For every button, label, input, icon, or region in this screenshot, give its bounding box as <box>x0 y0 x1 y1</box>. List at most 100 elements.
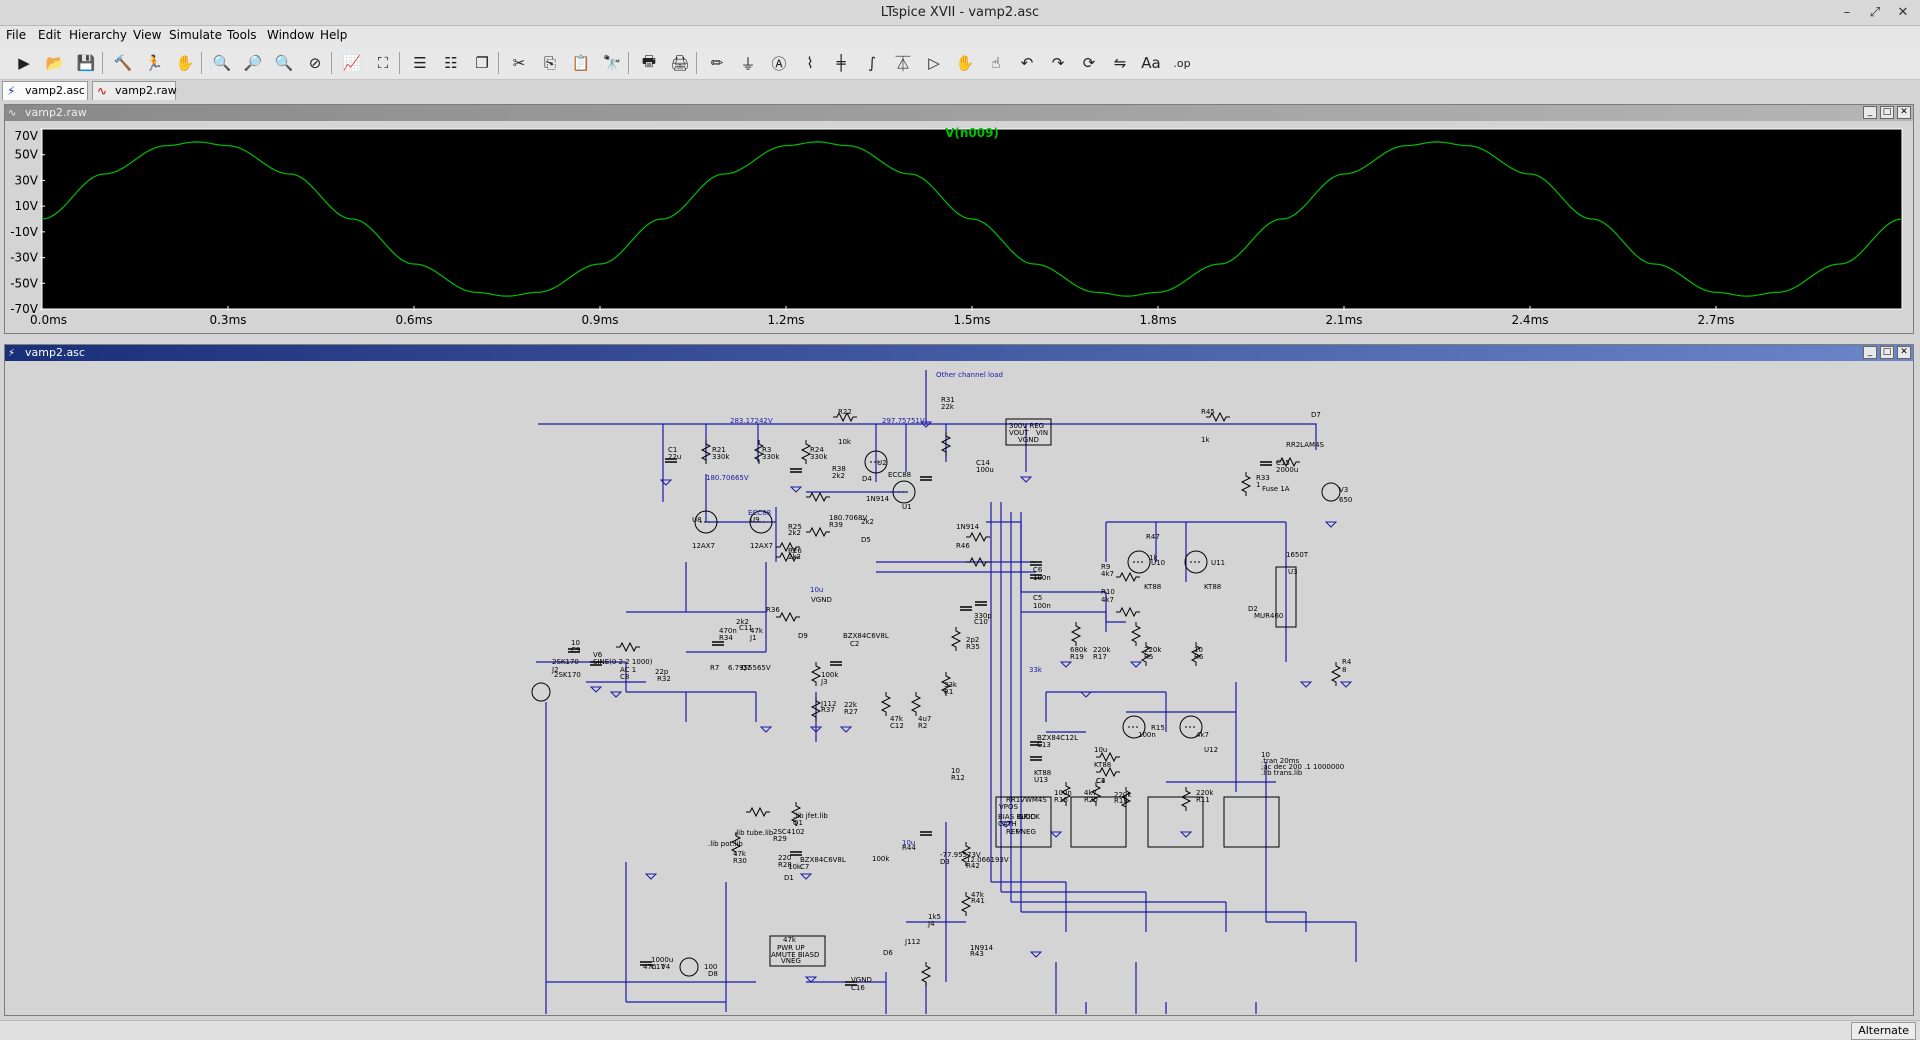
mirror-icon[interactable]: ⇋ <box>1113 54 1127 72</box>
diode-icon[interactable]: ⏄ <box>895 54 911 73</box>
schematic-label: 2p2 <box>966 636 979 644</box>
schematic-label: D3 <box>940 858 950 866</box>
resistor-symbol <box>1330 662 1342 686</box>
autorange-icon[interactable]: 📈 <box>342 54 362 72</box>
source-symbol <box>679 957 699 977</box>
schematic-label: V4 <box>661 963 671 971</box>
schematic-label: R38 <box>832 465 846 473</box>
run-probe-icon[interactable]: 🏃 <box>144 54 164 72</box>
save-icon[interactable]: 💾 <box>76 54 96 72</box>
resistor-symbol <box>1180 787 1192 811</box>
menu-tools[interactable]: Tools <box>227 28 257 42</box>
print-icon[interactable]: 🖶 <box>641 51 657 70</box>
close-button[interactable]: ✕ <box>1897 106 1911 119</box>
block-symbol <box>995 796 1052 848</box>
zoom-cancel-icon[interactable]: ⊘ <box>308 54 322 72</box>
capacitor-icon[interactable]: ╪ <box>836 54 846 72</box>
schematic-label: U2 <box>877 459 887 467</box>
schematic-label: J3 <box>820 678 828 686</box>
zoom-pan-icon[interactable]: 🔎 <box>243 54 263 72</box>
draw-wire-icon[interactable]: ✏ <box>710 54 724 72</box>
schematic-label: 6.7955565V <box>728 664 771 672</box>
maximize-button[interactable]: □ <box>1880 106 1894 119</box>
schematic-label: ECC88 <box>748 509 771 517</box>
copy-icon[interactable]: ⎘ <box>543 54 556 72</box>
paste-icon[interactable]: 📋 <box>571 54 591 72</box>
schematic-label: BZX84C6V8L <box>843 632 889 640</box>
maximize-button[interactable]: □ <box>1880 346 1894 359</box>
zoom-out-icon[interactable]: 🔍 <box>274 54 294 72</box>
ground-symbol <box>809 726 823 733</box>
menu-help[interactable]: Help <box>320 28 348 42</box>
resistor-symbol <box>1060 782 1072 806</box>
find-icon[interactable]: 🔭 <box>602 54 622 72</box>
schematic-label: R28 <box>778 861 792 869</box>
spice-directive-icon[interactable]: .op <box>1173 56 1191 70</box>
schematic-label: AMUTE BIASD <box>771 951 819 959</box>
inductor-icon[interactable]: ∫ <box>868 54 876 72</box>
schematic-label: 1k <box>1149 554 1158 562</box>
schematic-label: 2SK170 <box>552 658 579 666</box>
resistor-icon[interactable]: ⌇ <box>806 54 814 72</box>
schematic-label: U13 <box>1034 776 1048 784</box>
schematic-label: KT88 <box>1034 769 1051 777</box>
tube-symbol <box>694 510 718 534</box>
open-icon[interactable]: 📂 <box>45 54 65 72</box>
schematic-label: C5 <box>1033 594 1042 602</box>
tube-symbol <box>892 480 916 504</box>
maximize-button[interactable]: ⤢ <box>1869 5 1881 20</box>
menu-window[interactable]: Window <box>267 28 315 42</box>
schematic-label: 10u <box>1094 746 1107 754</box>
undo-icon[interactable]: ↶ <box>1020 54 1034 72</box>
zoom-in-icon[interactable]: 🔍 <box>212 54 232 72</box>
cascade-icon[interactable]: ❐ <box>475 54 489 72</box>
schematic-label: R45 <box>1201 408 1215 416</box>
ground-icon[interactable]: ⏚ <box>740 54 756 73</box>
menu-file[interactable]: File <box>6 28 27 42</box>
trace-label[interactable]: V(n009) <box>945 126 999 140</box>
run-icon[interactable]: ▶ <box>18 54 30 72</box>
menu-edit[interactable]: Edit <box>38 28 62 42</box>
label-net-icon[interactable]: Ⓐ <box>771 54 787 73</box>
tile-horizontal-icon[interactable]: ☰ <box>413 54 427 72</box>
tab-schematic[interactable]: ⚡ vamp2.asc <box>2 81 88 100</box>
schematic-label: 22k <box>941 403 955 411</box>
cut-icon[interactable]: ✂ <box>512 54 526 72</box>
tile-vertical-icon[interactable]: ☷ <box>444 54 458 72</box>
tube-symbol <box>1179 715 1203 739</box>
drag-icon[interactable]: ☝ <box>991 54 1001 72</box>
menu-view[interactable]: View <box>133 28 162 42</box>
schematic-label: 680k <box>1070 646 1088 654</box>
schematic-label: 10 <box>1194 646 1203 654</box>
close-button[interactable]: ✕ <box>1897 346 1911 359</box>
resistor-symbol <box>950 627 962 651</box>
text-icon[interactable]: Aa <box>1141 54 1161 72</box>
redo-icon[interactable]: ↷ <box>1051 54 1065 72</box>
minimize-button[interactable]: _ <box>1863 106 1877 119</box>
minimize-button[interactable]: _ <box>1863 346 1877 359</box>
close-button[interactable]: ✕ <box>1897 5 1909 20</box>
control-panel-icon[interactable]: 🔨 <box>113 54 133 72</box>
schematic-label: .tran 20ms <box>1261 757 1300 765</box>
schematic-label: Q7 <box>741 664 751 672</box>
move-icon[interactable]: ✋ <box>955 54 975 72</box>
trace-v-n009[interactable] <box>41 141 1903 297</box>
resistor-symbol <box>1190 642 1202 666</box>
rotate-icon[interactable]: ⟳ <box>1082 54 1096 72</box>
minimize-button[interactable]: – <box>1843 5 1851 20</box>
menu-simulate[interactable]: Simulate <box>169 28 223 42</box>
halt-icon[interactable]: ✋ <box>175 54 195 72</box>
print-preview-icon[interactable]: 🖨 <box>670 54 690 72</box>
schematic-label: Q1 <box>793 819 803 827</box>
x-tick-label: 0.6ms <box>395 313 432 327</box>
waveform-icon: ∿ <box>97 84 108 98</box>
menu-hierarchy[interactable]: Hierarchy <box>69 28 128 42</box>
fit-icon[interactable]: ⛶ <box>377 54 389 72</box>
schematic-label: 1650T <box>1286 551 1309 559</box>
schematic-label: R31 <box>941 396 955 404</box>
tab-waveform[interactable]: ∿ vamp2.raw <box>92 81 177 100</box>
schematic-label: 10 <box>951 767 960 775</box>
component-icon[interactable]: ▷ <box>928 54 940 72</box>
